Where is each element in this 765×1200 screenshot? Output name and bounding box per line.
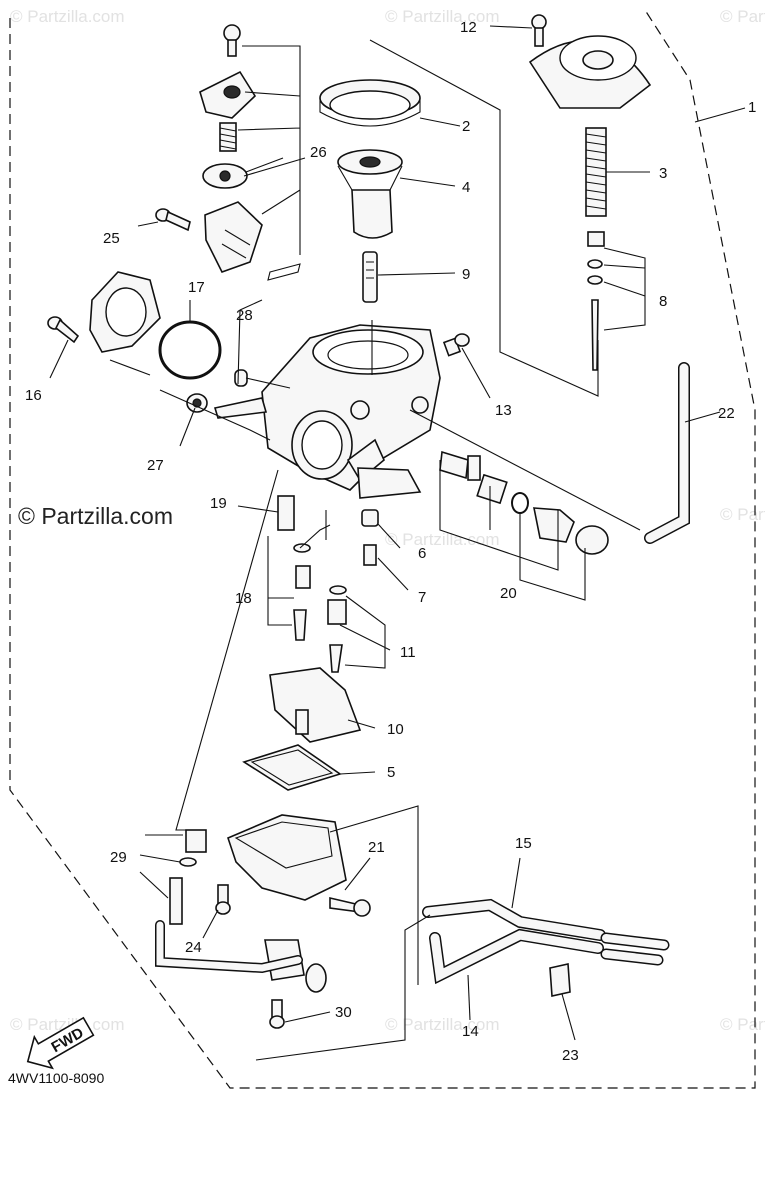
callout-6: 6 (418, 545, 426, 562)
piston-diaphragm-4 (337, 149, 403, 239)
valve-seat-11 (327, 585, 347, 673)
carburetor-body (261, 324, 441, 499)
watermark: © Partzilla.com (720, 505, 765, 524)
callout-11: 11 (400, 644, 416, 661)
watermark: © Partzilla.com (385, 1015, 500, 1034)
callout-2: 2 (462, 118, 470, 135)
callout-14: 14 (462, 1023, 479, 1040)
callout-27: 27 (147, 457, 164, 474)
float-10 (269, 667, 362, 743)
main-jet-7 (363, 544, 377, 566)
callout-16: 16 (25, 387, 42, 404)
throttle-cover (199, 70, 257, 119)
spring-29 (169, 829, 207, 925)
screw-24 (215, 884, 231, 915)
needle-valve-set-18 (293, 543, 311, 641)
callout-22: 22 (718, 405, 735, 422)
copyright-notice: © Partzilla.com (18, 503, 173, 529)
pin-28 (234, 369, 248, 387)
throttle-bracket-25 (204, 201, 263, 273)
callout-15: 15 (515, 835, 532, 852)
callout-7: 7 (418, 589, 426, 606)
paper-clip-marker (267, 263, 301, 281)
callout-29: 29 (110, 849, 127, 866)
callout-19: 19 (210, 495, 227, 512)
callout-28: 28 (236, 307, 253, 324)
o-ring-17 (158, 320, 222, 380)
assembly-boundary (9, 9, 756, 1089)
o-ring-20 (511, 492, 529, 514)
watermarks: © Partzilla.com © Partzilla.com © Partzi… (10, 7, 765, 1034)
callout-13: 13 (495, 402, 512, 419)
screw-12 (531, 14, 547, 47)
spring-20 (476, 473, 508, 505)
callout-labels: 1 2 3 4 5 6 7 8 9 10 11 12 13 14 15 16 1… (25, 19, 756, 1064)
vacuum-chamber-cover-2 (319, 79, 421, 127)
watermark: © Partzilla.com (720, 1015, 765, 1034)
drain-screw-21 (329, 896, 371, 917)
throttle-stop-screw (439, 450, 481, 481)
callout-1: 1 (748, 99, 756, 116)
gasket-5 (242, 744, 342, 791)
float-chamber-bowl (227, 814, 347, 901)
callout-18: 18 (235, 590, 252, 607)
watermark: © Partzilla.com (720, 7, 765, 26)
callout-9: 9 (462, 266, 470, 283)
watermark: © Partzilla.com (385, 530, 500, 549)
screw-30 (269, 999, 285, 1029)
callout-3: 3 (659, 165, 667, 182)
callout-8: 8 (659, 293, 667, 310)
adjuster-20 (533, 507, 609, 555)
callout-12: 12 (460, 19, 477, 36)
screw-25 (155, 208, 191, 232)
spring-3 (585, 127, 607, 217)
watermark: © Partzilla.com (385, 7, 500, 26)
carb-top-cover (528, 35, 652, 109)
callout-26: 26 (310, 144, 327, 161)
clip-23 (549, 963, 571, 997)
callout-4: 4 (462, 179, 470, 196)
screw-13 (442, 333, 470, 357)
insulator-plate (89, 271, 161, 353)
callout-23: 23 (562, 1047, 579, 1064)
leader (237, 45, 306, 255)
callout-17: 17 (188, 279, 205, 296)
callout-21: 21 (368, 839, 385, 856)
leader-lines (49, 25, 746, 1061)
bolt-16 (47, 316, 80, 344)
vent-hose-22 (644, 362, 690, 544)
watermark: © Partzilla.com (10, 1015, 125, 1034)
pilot-jet-19 (277, 495, 295, 531)
needle-jet-9 (362, 251, 378, 303)
gasket-26 (202, 163, 248, 189)
watermark: © Partzilla.com (10, 7, 125, 26)
cover-screw (223, 24, 241, 57)
callout-30: 30 (335, 1004, 352, 1021)
diagram-code: 4WV1100-8090 (8, 1070, 105, 1086)
pipe-nipple (213, 397, 268, 419)
jet-needle-set-8 (587, 231, 605, 371)
callout-24: 24 (185, 939, 202, 956)
callout-5: 5 (387, 764, 395, 781)
cover-spring (219, 122, 237, 152)
washer-6 (361, 509, 379, 527)
callout-10: 10 (387, 721, 404, 738)
callout-25: 25 (103, 230, 120, 247)
callout-20: 20 (500, 585, 517, 602)
